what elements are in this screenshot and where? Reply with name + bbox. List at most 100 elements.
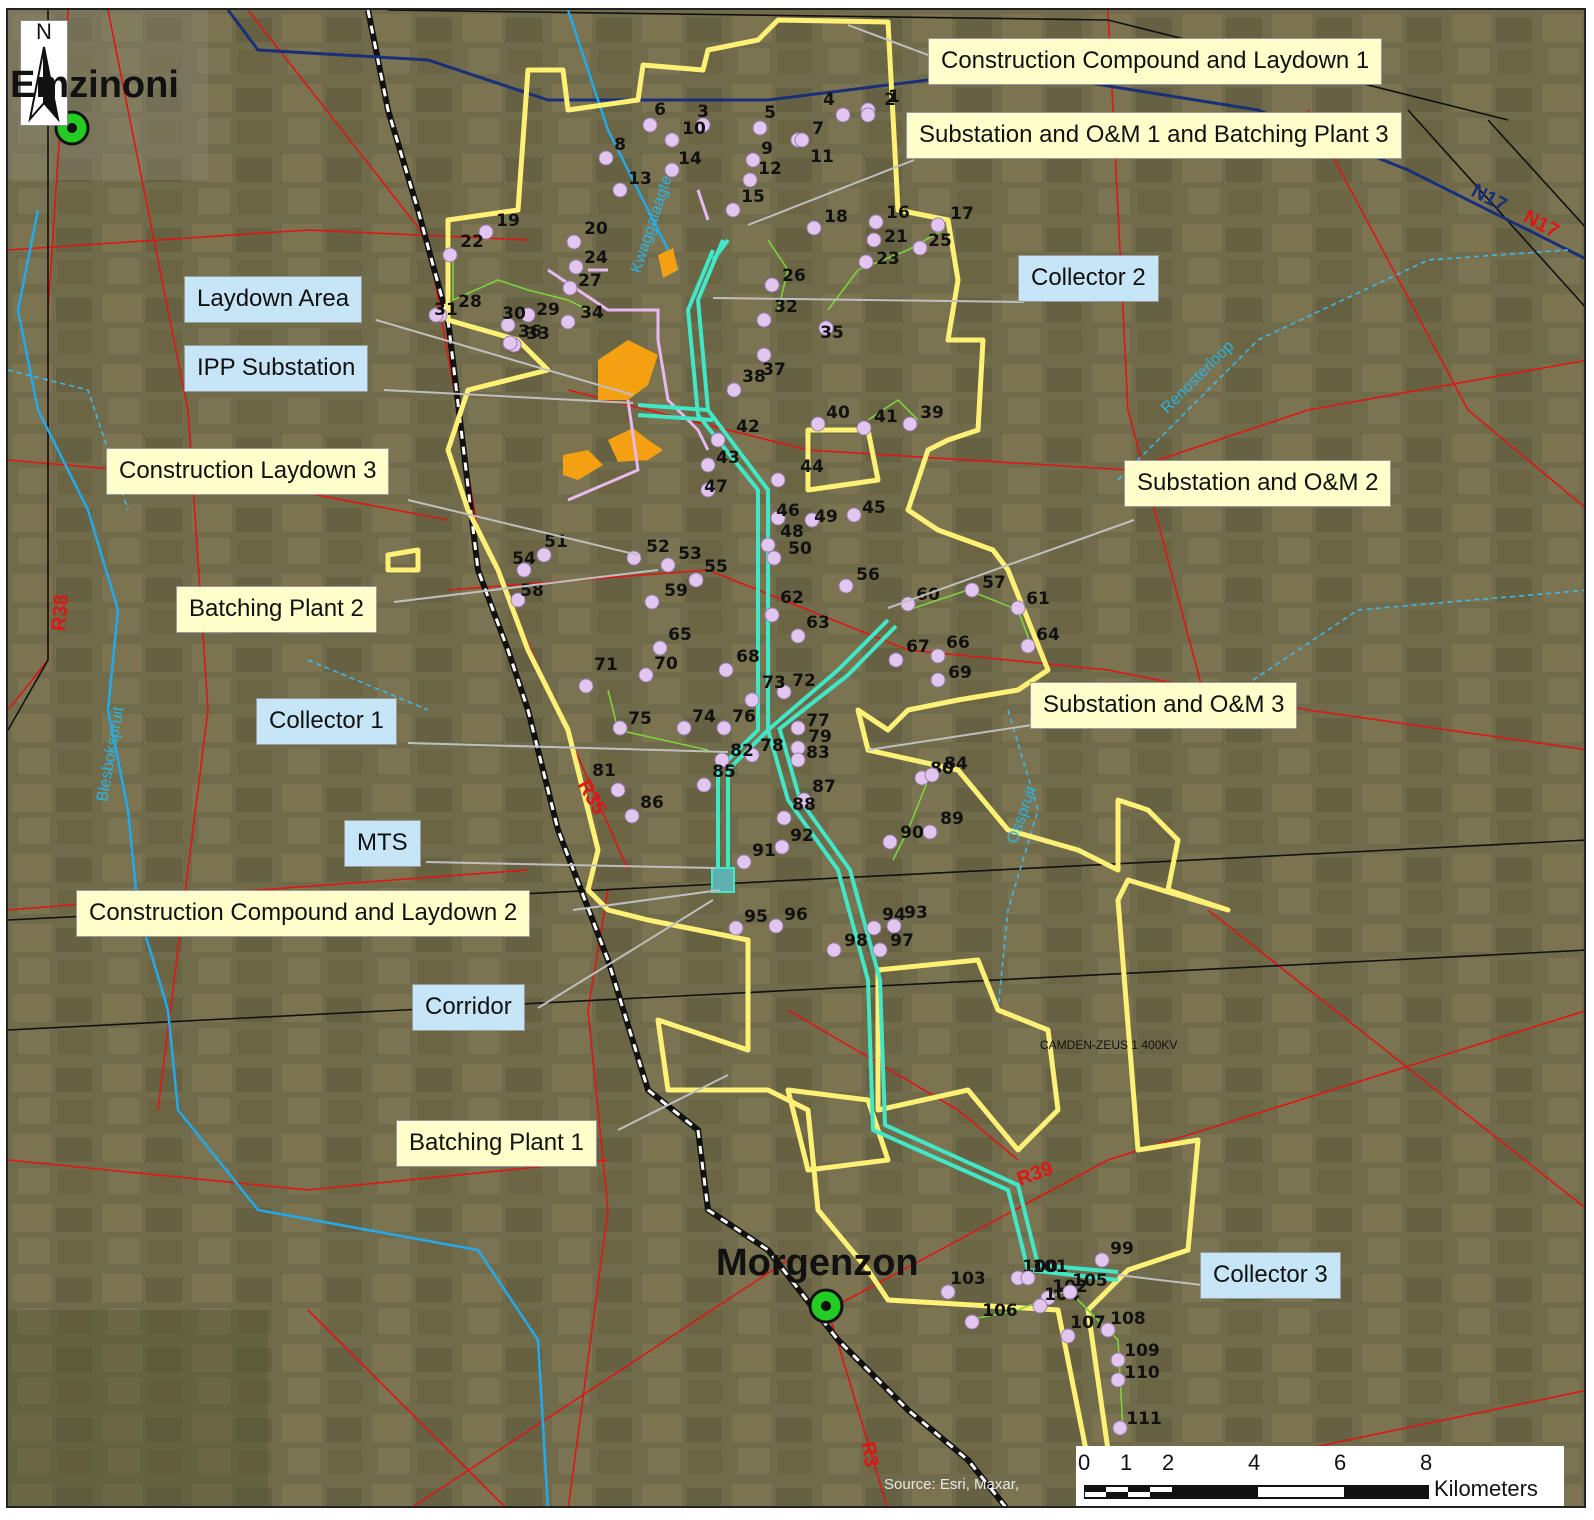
turbine-label: 18 bbox=[824, 207, 848, 227]
turbine-marker bbox=[700, 457, 716, 473]
turbine-label: 78 bbox=[760, 736, 784, 756]
turbine-marker bbox=[710, 432, 726, 448]
turbine-label: 97 bbox=[890, 931, 914, 951]
turbine-marker bbox=[930, 217, 946, 233]
turbine-19: 19 bbox=[478, 211, 520, 240]
turbine-marker bbox=[790, 628, 806, 644]
turbine-marker bbox=[700, 482, 716, 498]
turbine-marker bbox=[882, 834, 898, 850]
turbine-32: 32 bbox=[756, 297, 798, 328]
turbine-marker bbox=[612, 720, 628, 736]
turbine-3: 3 bbox=[695, 102, 711, 133]
callout-substation-om-1-batching-3: Substation and O&M 1 and Batching Plant … bbox=[906, 112, 1402, 159]
turbine-marker bbox=[790, 752, 806, 768]
turbine-label: 83 bbox=[806, 743, 830, 763]
turbine-25: 25 bbox=[912, 231, 952, 256]
turbine-89: 89 bbox=[922, 809, 964, 840]
turbine-label: 12 bbox=[758, 159, 782, 179]
turbine-label: 28 bbox=[458, 292, 482, 312]
turbine-label: 65 bbox=[668, 625, 692, 645]
turbine-label: 57 bbox=[982, 573, 1006, 593]
turbine-label: 55 bbox=[704, 557, 728, 577]
turbine-36: 36 bbox=[502, 322, 542, 351]
turbine-label: 92 bbox=[790, 826, 814, 846]
turbine-marker bbox=[866, 232, 882, 248]
map-attribution: Source: Esri, Maxar, bbox=[884, 1476, 1020, 1493]
north-arrow-icon bbox=[28, 46, 60, 123]
turbine-marker bbox=[725, 202, 741, 218]
turbine-marker bbox=[652, 640, 668, 656]
turbine-label: 68 bbox=[736, 647, 760, 667]
scale-tick-2: 2 bbox=[1162, 1450, 1175, 1475]
turbine-83: 83 bbox=[790, 743, 830, 768]
turbine-marker bbox=[510, 592, 526, 608]
turbine-label: 4 bbox=[823, 90, 835, 110]
turbine-marker bbox=[568, 259, 584, 275]
turbine-marker bbox=[516, 562, 532, 578]
turbine-label: 105 bbox=[1072, 1271, 1108, 1291]
turbine-54: 54 bbox=[512, 549, 536, 578]
turbine-13: 13 bbox=[612, 169, 652, 198]
turbine-4: 4 bbox=[823, 90, 851, 123]
turbine-44: 44 bbox=[770, 457, 824, 488]
turbine-12: 12 bbox=[742, 159, 782, 188]
turbine-94: 94 bbox=[866, 905, 906, 936]
turbine-42: 42 bbox=[710, 417, 760, 448]
turbine-marker bbox=[428, 307, 444, 323]
turbine-marker bbox=[696, 777, 712, 793]
scale-tick-1: 1 bbox=[1120, 1450, 1133, 1475]
turbine-37: 37 bbox=[756, 347, 786, 380]
turbine-71: 71 bbox=[578, 655, 618, 694]
turbine-label: 21 bbox=[884, 227, 908, 247]
turbine-label: 46 bbox=[776, 501, 800, 521]
turbine-marker bbox=[790, 720, 806, 736]
turbine-marker bbox=[520, 307, 536, 323]
turbine-62: 62 bbox=[764, 588, 804, 623]
turbine-marker bbox=[578, 678, 594, 694]
callout-leaders bbox=[375, 24, 1203, 1286]
turbine-label: 24 bbox=[584, 248, 608, 268]
turbine-marker bbox=[818, 320, 834, 336]
turbine-marker bbox=[536, 547, 552, 563]
turbine-label: 41 bbox=[874, 407, 898, 427]
turbine-74: 74 bbox=[676, 707, 716, 736]
turbine-marker bbox=[442, 247, 458, 263]
turbine-label: 60 bbox=[916, 585, 940, 605]
turbine-84: 84 bbox=[924, 754, 968, 783]
turbine-label: 47 bbox=[704, 477, 728, 497]
turbine-marker bbox=[888, 652, 904, 668]
turbine-marker bbox=[804, 512, 820, 528]
callout-ipp-substation: IPP Substation bbox=[184, 345, 369, 392]
callout-mts: MTS bbox=[344, 820, 421, 867]
scale-unit: Kilometers bbox=[1434, 1476, 1538, 1501]
callout-substation-om-3: Substation and O&M 3 bbox=[1030, 682, 1298, 729]
turbine-label: 63 bbox=[806, 613, 830, 633]
callout-batching-plant-1: Batching Plant 1 bbox=[396, 1120, 597, 1167]
turbine-label: 59 bbox=[664, 581, 688, 601]
turbine-marker bbox=[1020, 638, 1036, 654]
project-boundary bbox=[385, 17, 1231, 1463]
callout-collector-1: Collector 1 bbox=[256, 698, 397, 745]
turbine-35: 35 bbox=[818, 320, 844, 343]
scale-bar-graphic bbox=[1084, 1485, 1429, 1499]
turbine-label: 6 bbox=[654, 100, 666, 120]
turbine-label: 106 bbox=[982, 1301, 1018, 1321]
turbine-26: 26 bbox=[764, 266, 806, 293]
turbine-label: 43 bbox=[716, 448, 740, 468]
turbine-marker bbox=[866, 920, 882, 936]
north-arrow: N bbox=[20, 19, 68, 126]
turbine-22: 22 bbox=[442, 232, 484, 263]
turbine-label: 107 bbox=[1070, 1313, 1106, 1333]
turbine-marker bbox=[810, 416, 826, 432]
turbine-label: 19 bbox=[496, 211, 520, 231]
turbine-label: 26 bbox=[782, 266, 806, 286]
town-label-morgenzon: Morgenzon bbox=[716, 1242, 919, 1284]
turbine-label: 13 bbox=[628, 169, 652, 189]
turbine-label: 89 bbox=[940, 809, 964, 829]
turbine-marker bbox=[728, 920, 744, 936]
turbine-marker bbox=[598, 150, 614, 166]
turbine-marker bbox=[835, 107, 851, 123]
turbine-label: 79 bbox=[808, 727, 832, 747]
turbine-92: 92 bbox=[774, 826, 814, 855]
